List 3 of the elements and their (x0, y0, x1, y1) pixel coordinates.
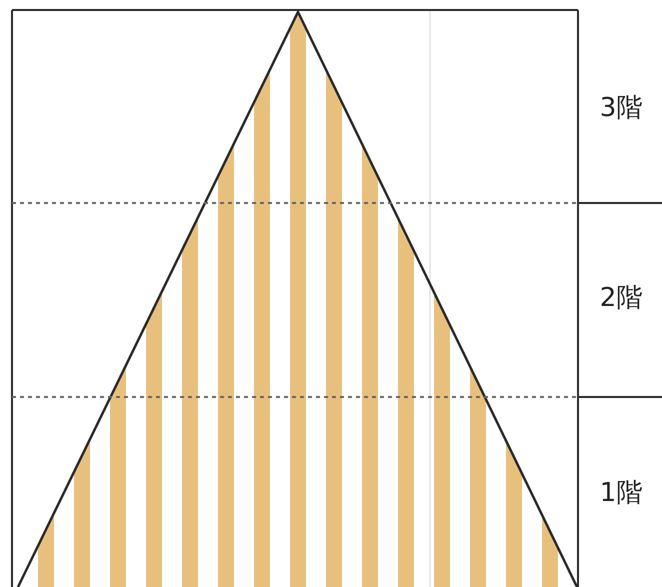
floor-label: 3階 (598, 92, 644, 125)
floor-label: 2階 (598, 282, 644, 315)
floor-label: 1階 (598, 477, 644, 510)
